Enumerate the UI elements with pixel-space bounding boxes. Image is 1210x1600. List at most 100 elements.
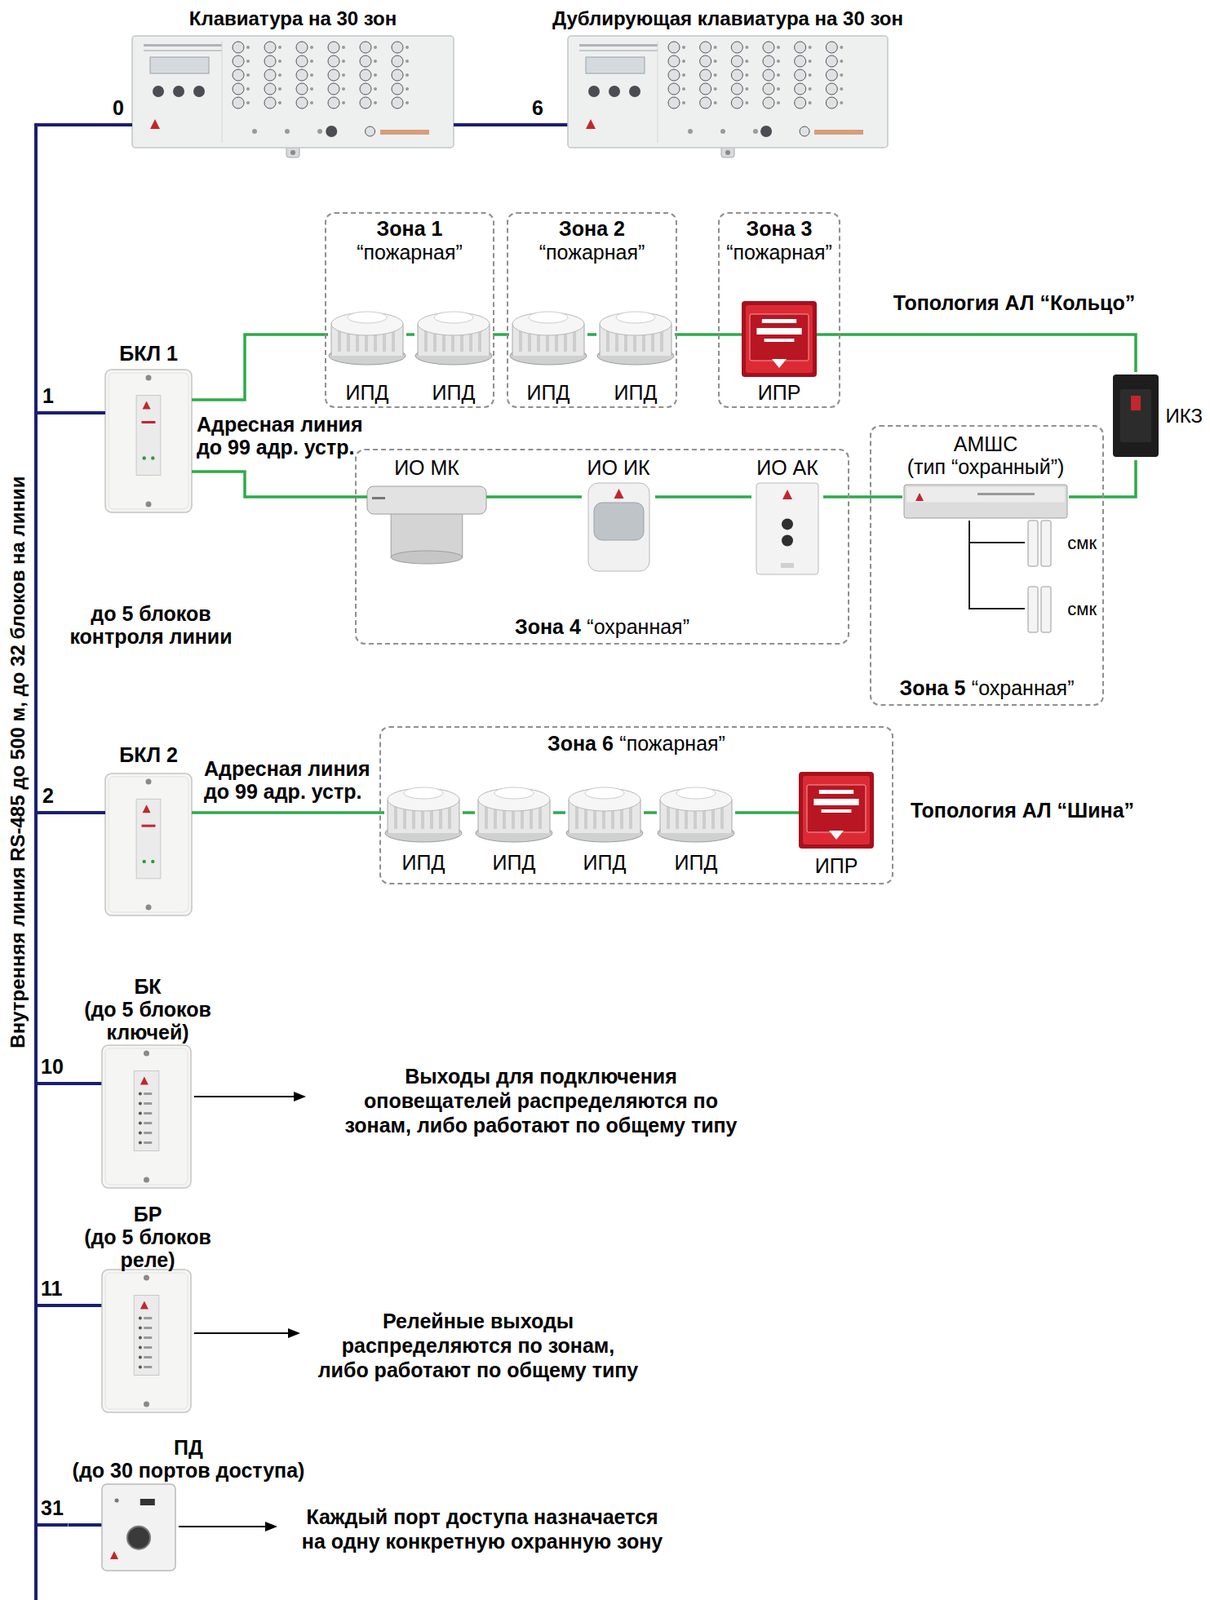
zone-button	[731, 69, 743, 81]
zone-title: “охранная”	[971, 675, 1075, 701]
vent-slot	[518, 330, 523, 352]
vent-slot	[478, 330, 482, 352]
zone-button	[731, 83, 743, 95]
led	[138, 1092, 142, 1096]
zone-led	[744, 73, 749, 77]
reader-contact	[127, 1526, 151, 1550]
zone-button	[794, 97, 807, 109]
node-label: (до 5 блоков ключей)	[72, 997, 223, 1044]
brand-logo	[585, 119, 596, 129]
zone-frame: Зона 1“пожарная”ИПДИПД	[324, 212, 495, 408]
bus-wire	[70, 1523, 102, 1527]
zone-led	[278, 45, 282, 49]
zone-led	[373, 101, 377, 105]
detector-edge	[549, 799, 551, 834]
detector-top	[387, 788, 460, 812]
detector-cap	[434, 311, 474, 324]
zone-button	[668, 69, 680, 81]
screw	[146, 904, 152, 911]
led	[142, 859, 147, 864]
display	[585, 57, 645, 74]
zone-led	[341, 87, 346, 91]
zone-button	[264, 41, 276, 54]
zone-led	[839, 45, 843, 49]
connector	[655, 495, 752, 499]
zone-led	[776, 45, 781, 49]
button	[760, 125, 772, 138]
marking	[819, 789, 854, 794]
zone-button	[668, 41, 680, 54]
divider	[221, 40, 223, 143]
zone-button	[327, 41, 340, 54]
brand-logo	[915, 492, 924, 501]
device-node: БКЛ 1	[105, 339, 192, 515]
node-label: ИПР	[757, 380, 802, 405]
zone-button	[825, 97, 838, 109]
call-point-body	[798, 771, 874, 849]
bus-wire	[34, 1524, 38, 1600]
status-led	[317, 128, 323, 134]
zone-button	[327, 83, 340, 95]
vent-slot	[666, 806, 670, 829]
device-node: Дублирующая клавиатура на 30 зон	[548, 4, 908, 150]
zone-led	[341, 59, 346, 63]
device-node: ИПД	[509, 303, 588, 407]
device-node: ИО ИК	[581, 453, 656, 573]
led-mark	[143, 1131, 152, 1135]
button	[152, 85, 164, 98]
zone-button	[731, 55, 743, 67]
marking-arrow	[828, 830, 844, 840]
button	[325, 125, 337, 138]
node-label: Дублирующая клавиатура на 30 зон	[552, 6, 904, 32]
zone-led	[246, 45, 250, 49]
bus-wire	[70, 1303, 102, 1308]
zone-button	[825, 83, 838, 95]
isolator-body	[1112, 374, 1159, 457]
device-node: ИПР	[741, 298, 817, 407]
detector-edge	[731, 799, 733, 834]
button	[799, 126, 810, 137]
zone-button	[359, 69, 372, 81]
button	[629, 85, 641, 98]
detector-cap	[585, 787, 625, 799]
module-mark	[977, 492, 1035, 496]
leader-line	[194, 1332, 291, 1335]
vent-slot	[720, 806, 724, 829]
connector	[674, 332, 742, 337]
vent-slot	[660, 330, 664, 352]
zone-button	[264, 55, 276, 67]
connector	[191, 471, 368, 497]
zone-button	[327, 55, 340, 67]
led	[138, 1326, 142, 1330]
call-point-window	[806, 784, 866, 833]
vent-slot	[538, 806, 542, 829]
status-led	[252, 128, 258, 134]
device-node: АМШС(тип “охранный”)	[902, 430, 1069, 521]
contact-part	[1028, 586, 1038, 633]
callout-number: 6	[531, 95, 544, 120]
zone-button	[359, 55, 372, 67]
zone-frame: Зона 6“пожарная”ИПДИПДИПДИПДИПР	[379, 726, 894, 885]
detector-cap	[528, 311, 568, 324]
zone-led	[405, 73, 409, 77]
detector-cap	[616, 311, 656, 324]
node-label: (тип “охранный”)	[907, 455, 1065, 479]
zone-led	[776, 73, 781, 77]
vent-slot	[337, 330, 342, 352]
detector-edge	[671, 323, 673, 356]
node-label: БК	[133, 975, 161, 998]
leader-line	[178, 1525, 268, 1528]
node-label: смк	[1067, 597, 1097, 622]
led	[150, 456, 155, 460]
node-label: ПД	[173, 1436, 204, 1459]
brand-strip	[814, 129, 864, 135]
zone-button	[232, 41, 244, 54]
led-mark	[143, 1316, 152, 1320]
zone-button	[296, 97, 308, 109]
callout-number: 31	[40, 1495, 64, 1521]
device-node: ИПД	[327, 303, 407, 407]
led-mark	[143, 1102, 152, 1105]
zone-led	[246, 87, 250, 91]
zone-button	[762, 55, 775, 67]
led	[138, 1356, 142, 1360]
